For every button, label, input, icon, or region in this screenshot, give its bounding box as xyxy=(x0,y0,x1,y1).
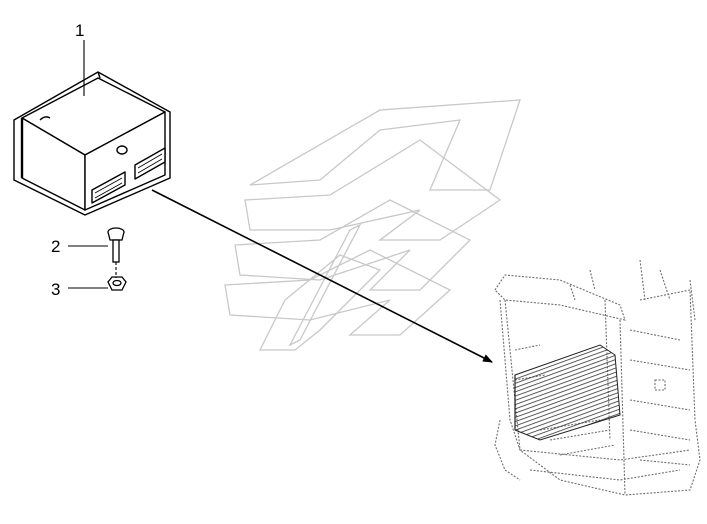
callout-1: 1 xyxy=(75,21,85,40)
callout-2: 2 xyxy=(51,237,61,256)
installed-box-location xyxy=(514,344,621,441)
callout-3: 3 xyxy=(51,280,61,299)
bolt xyxy=(107,227,125,263)
install-arrow xyxy=(151,189,493,363)
nut xyxy=(107,276,127,291)
watermark-logo xyxy=(224,99,521,351)
leader-lines xyxy=(68,40,117,289)
control-box xyxy=(13,71,171,216)
